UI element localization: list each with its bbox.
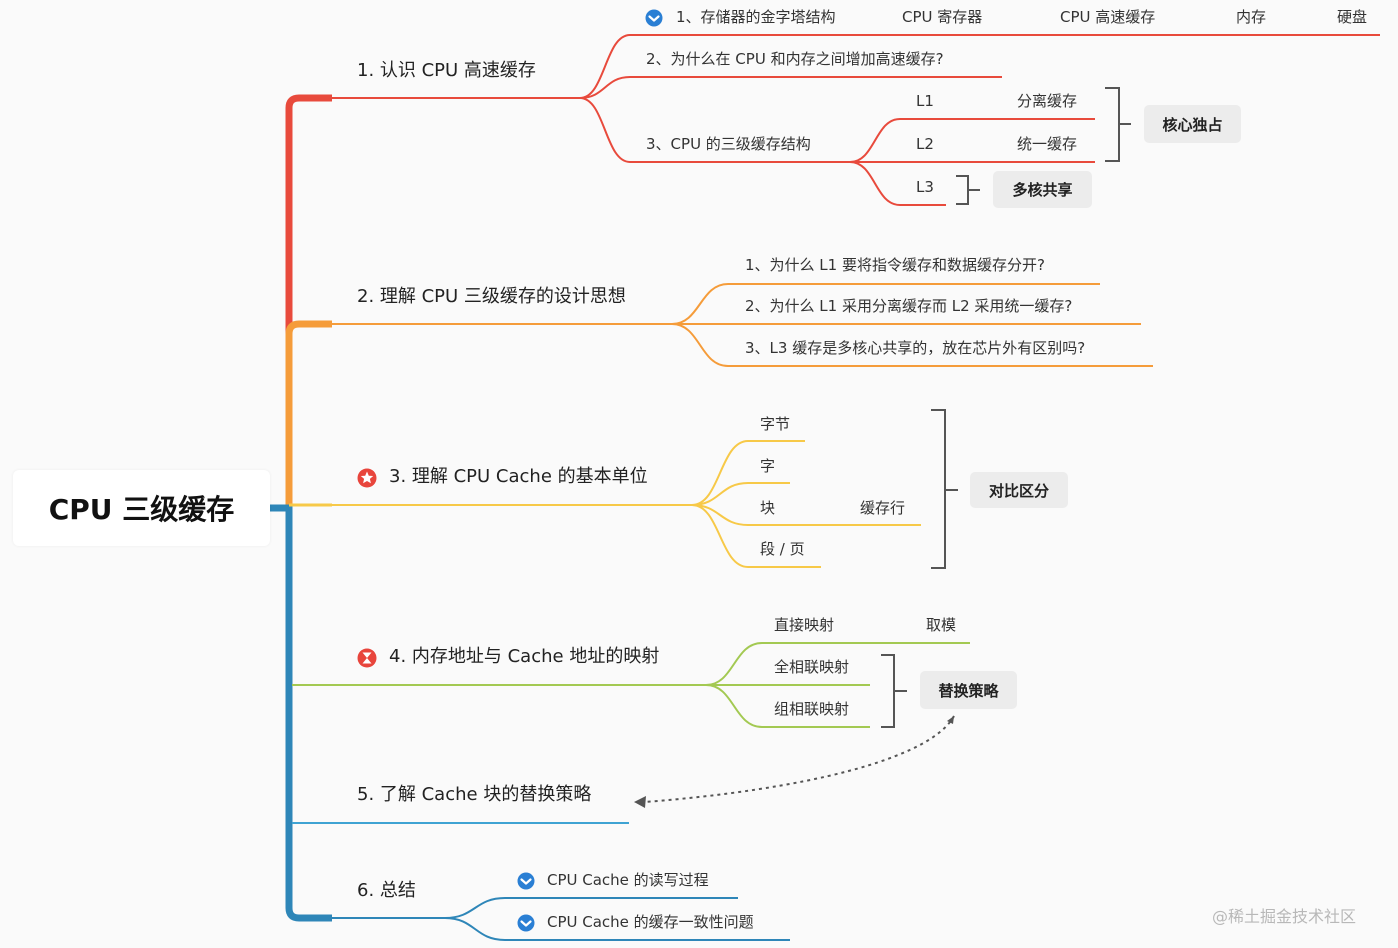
question-l1-vs-l2[interactable]: 2、为什么 L1 采用分离缓存而 L2 采用统一缓存? xyxy=(745,297,1073,315)
relation-arrow-head xyxy=(634,796,646,808)
relation-dashed-arrow xyxy=(644,715,955,803)
mapping-direct-modulo[interactable]: 取模 xyxy=(926,616,957,634)
chevron-circle-icon xyxy=(517,914,535,932)
chevron-circle-icon xyxy=(517,872,535,890)
chevron-circle-icon xyxy=(645,9,663,27)
bracket-core-exclusive xyxy=(1105,87,1131,162)
summary-replacement-policy[interactable]: 替换策略 xyxy=(920,671,1017,709)
topic-5-replacement-policy[interactable]: 5. 了解 Cache 块的替换策略 xyxy=(357,784,592,805)
topic-3-cache-units[interactable]: 3. 理解 CPU Cache 的基本单位 xyxy=(389,466,648,487)
pyramid-level-memory[interactable]: 内存 xyxy=(1236,8,1267,26)
branch-1-lines xyxy=(292,34,1380,206)
unit-cache-line[interactable]: 缓存行 xyxy=(860,499,906,517)
mapping-direct[interactable]: 直接映射 xyxy=(774,616,835,634)
l1-split-cache[interactable]: 分离缓存 xyxy=(1017,92,1078,110)
summary-core-exclusive[interactable]: 核心独占 xyxy=(1144,105,1241,143)
branch-4-lines xyxy=(292,642,970,728)
l2-unified-cache[interactable]: 统一缓存 xyxy=(1017,135,1078,153)
unit-block[interactable]: 块 xyxy=(760,499,776,517)
cache-level-l2[interactable]: L2 xyxy=(916,135,934,153)
summary-multicore-shared[interactable]: 多核共享 xyxy=(993,171,1092,208)
pyramid-level-registers[interactable]: CPU 寄存器 xyxy=(902,8,983,26)
trunk-upper-orange xyxy=(285,320,332,508)
pyramid-level-cache[interactable]: CPU 高速缓存 xyxy=(1060,8,1156,26)
topic-6-summary[interactable]: 6. 总结 xyxy=(357,880,416,901)
topic-1-cpu-cache-intro[interactable]: 1. 认识 CPU 高速缓存 xyxy=(357,60,536,81)
bracket-multicore-shared xyxy=(956,175,980,205)
summary-contrast[interactable]: 对比区分 xyxy=(970,472,1068,508)
trunk-upper-red xyxy=(285,94,332,508)
branch-6-lines xyxy=(292,897,790,941)
cache-level-l1[interactable]: L1 xyxy=(916,92,934,110)
branch-2-lines xyxy=(292,283,1153,367)
topic-4-address-mapping[interactable]: 4. 内存地址与 Cache 地址的映射 xyxy=(389,646,660,667)
unit-byte[interactable]: 字节 xyxy=(760,415,791,433)
bracket-replacement xyxy=(881,654,907,728)
unit-segment-page[interactable]: 段 / 页 xyxy=(760,540,805,558)
mapping-set-associative[interactable]: 组相联映射 xyxy=(774,700,850,718)
subtopic-three-level-structure[interactable]: 3、CPU 的三级缓存结构 xyxy=(646,135,811,153)
cache-level-l3[interactable]: L3 xyxy=(916,178,934,196)
topic-2-design-ideas[interactable]: 2. 理解 CPU 三级缓存的设计思想 xyxy=(357,286,626,307)
bracket-contrast xyxy=(931,409,958,569)
root-topic[interactable]: CPU 三级缓存 xyxy=(13,470,270,546)
summary-read-write-process[interactable]: CPU Cache 的读写过程 xyxy=(547,871,709,889)
trunk-lower-blue xyxy=(270,504,332,922)
pyramid-level-disk[interactable]: 硬盘 xyxy=(1337,8,1368,26)
watermark: @稀土掘金技术社区 xyxy=(1212,907,1357,926)
subtopic-why-cache[interactable]: 2、为什么在 CPU 和内存之间增加高速缓存? xyxy=(646,50,944,68)
relation-arrow-tail xyxy=(947,716,954,724)
subtopic-memory-pyramid[interactable]: 1、存储器的金字塔结构 xyxy=(676,8,836,26)
hourglass-badge-icon xyxy=(357,648,377,668)
unit-word[interactable]: 字 xyxy=(760,457,776,475)
question-l1-split[interactable]: 1、为什么 L1 要将指令缓存和数据缓存分开? xyxy=(745,256,1045,274)
mapping-fully-associative[interactable]: 全相联映射 xyxy=(774,658,850,676)
branch-3-lines xyxy=(292,440,921,568)
summary-coherence-problem[interactable]: CPU Cache 的缓存一致性问题 xyxy=(547,913,754,931)
star-badge-icon xyxy=(357,468,377,488)
question-l3-shared[interactable]: 3、L3 缓存是多核心共享的，放在芯片外有区别吗? xyxy=(745,339,1086,357)
